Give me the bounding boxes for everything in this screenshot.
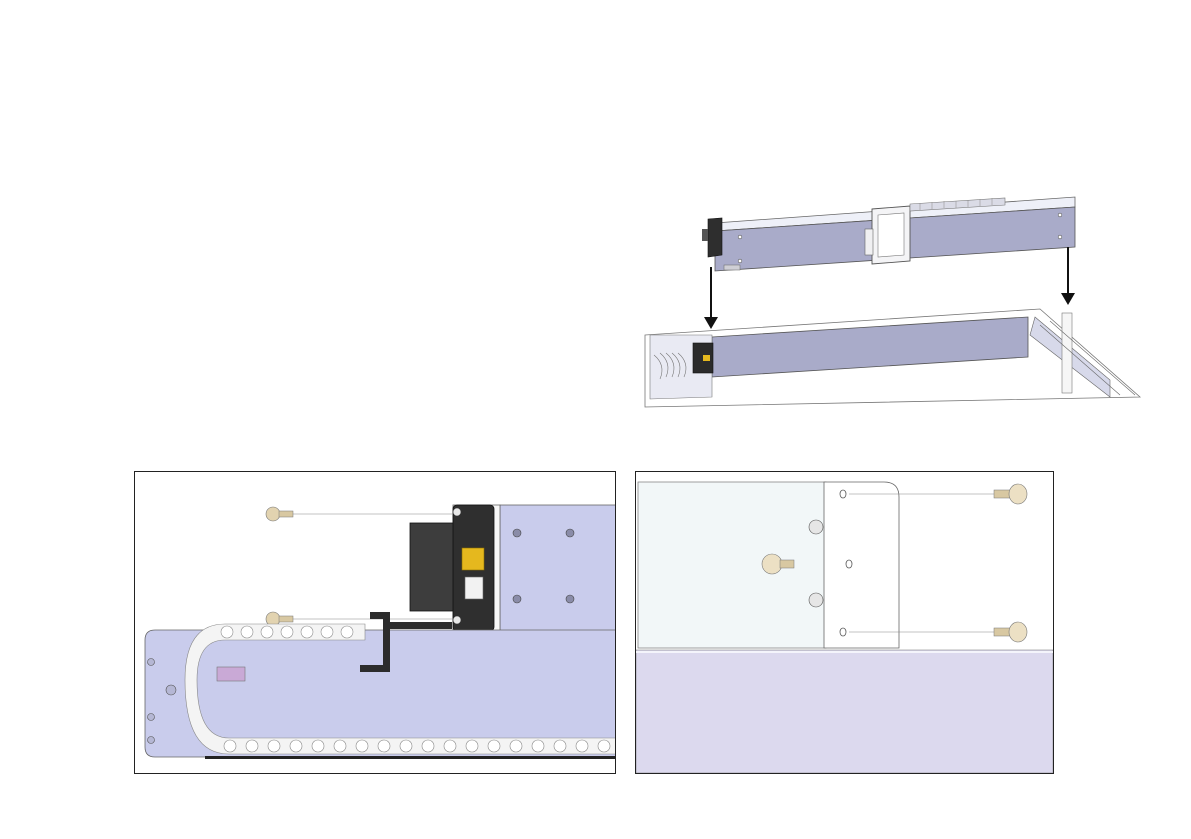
motor bbox=[410, 505, 494, 631]
end-plate-detail-drawing bbox=[636, 472, 1053, 773]
base-frame bbox=[645, 309, 1140, 407]
motor-mount-detail-drawing bbox=[135, 472, 615, 773]
assembly-overview-figure bbox=[640, 185, 1150, 410]
motor-mount-detail-figure bbox=[134, 471, 616, 774]
assembly-overview-drawing bbox=[640, 185, 1150, 410]
lowering-arrow-left bbox=[704, 267, 718, 329]
upper-rail bbox=[702, 197, 1075, 271]
screw-icon bbox=[266, 507, 453, 521]
lowering-arrow-right bbox=[1061, 247, 1075, 305]
end-plate-detail-figure bbox=[635, 471, 1054, 774]
